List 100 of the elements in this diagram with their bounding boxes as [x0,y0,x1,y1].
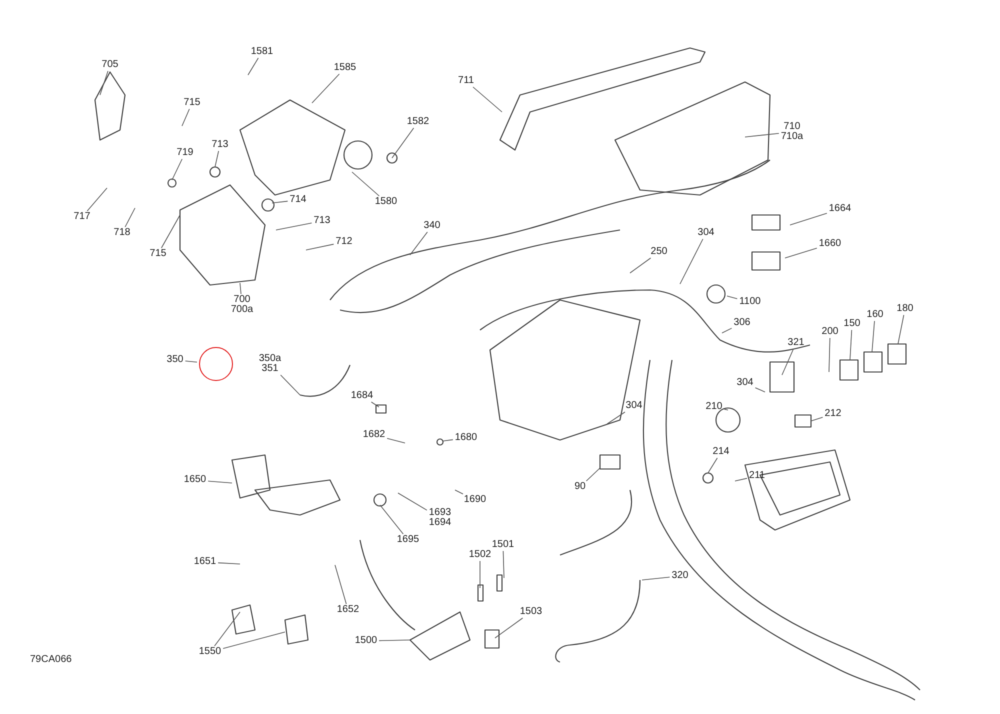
callout-number: 1660 [818,239,842,249]
leader-line [586,468,600,482]
leader-line [782,348,794,376]
callout-number: 321 [788,338,804,348]
callout-number: 713 [314,216,330,226]
leader-line [398,492,428,511]
callout-number: 1100 [739,297,761,307]
leader-line [386,438,406,444]
leader-line [442,439,454,442]
callout-number: 350a [258,354,282,364]
callout-number: 715 [184,98,200,108]
callout-number: 180 [896,304,914,314]
callout-number: 713 [212,140,228,150]
callout-number: 320 [672,571,688,581]
leader-line [708,458,718,474]
leader-line [606,412,626,424]
callout-number: 350 [166,355,184,365]
leader-line [790,212,828,226]
leader-line [828,338,830,372]
leader-line [161,214,180,248]
leader-line [306,244,334,250]
callout-number: 711 [458,76,474,86]
leader-line [722,328,732,334]
callout-number: 90 [574,482,586,492]
leader-line [182,108,190,126]
leader-line [744,133,780,138]
callout-number: 715 [150,249,166,259]
leader-line [272,200,288,204]
callout-number: 710 [782,122,802,132]
leader-line [642,576,670,580]
leader-line [754,387,766,392]
leader-line [680,238,704,284]
leader-line [248,58,259,76]
callout-number: 1581 [250,47,274,57]
callout-number: 304 [626,401,642,411]
callout-number: 214 [712,447,730,457]
leader-line [100,70,108,96]
leader-line [380,504,404,534]
callout-number: 1585 [334,63,356,73]
callout-number: 1694 [428,518,452,528]
leader-line [172,158,182,180]
callout-number: 705 [102,60,118,70]
leader-line [872,320,875,352]
callout-number: 1582 [406,117,430,127]
leader-line [494,618,524,638]
callout-number: 1580 [374,197,398,207]
callout-number: 1682 [362,430,386,440]
highlight-circle [199,347,233,381]
leader-line [276,222,312,230]
callout-number: 1500 [354,636,378,646]
callout-number: 351 [260,364,280,374]
callout-number: 712 [336,237,352,247]
leader-line [630,258,652,274]
callout-number: 211 [749,471,765,481]
leader-line [222,632,286,649]
callout-number: 1684 [350,391,374,401]
callout-number: 1501 [492,540,514,550]
callout-number: 210 [706,402,722,412]
callout-number: 1695 [396,535,420,545]
leader-line [240,282,242,294]
leader-line [214,612,240,646]
callout-number: 1550 [198,647,222,657]
leader-line [898,314,904,344]
callout-number: 1664 [828,204,852,214]
leader-line [184,360,198,363]
callout-number: 160 [866,310,884,320]
callout-number: 304 [698,228,714,238]
leader-line [208,480,232,484]
callout-number: 250 [650,247,668,257]
leader-line [352,172,380,196]
callout-number: 1503 [520,607,542,617]
callout-number: 719 [176,148,194,158]
leader-line [392,128,414,158]
leader-line [502,550,504,578]
leader-line [850,330,852,360]
callout-number: 700a [230,305,254,315]
leader-line [472,86,502,112]
leader-line [724,408,728,410]
drawing-code: 79CA066 [30,654,72,665]
callout-number: 700 [232,295,252,305]
callout-number: 1651 [194,557,216,567]
leader-line [810,416,824,422]
callout-number: 306 [734,318,750,328]
leader-line [454,490,464,494]
leader-line [312,74,340,104]
callout-number: 714 [290,195,306,205]
callout-number: 1690 [464,495,486,505]
leader-line [726,296,738,300]
callout-number: 200 [822,327,838,337]
leader-line [378,640,410,642]
leader-line [214,150,219,168]
callout-number: 1650 [184,475,206,485]
leader-line [410,232,428,256]
callout-number: 710a [780,132,804,142]
callout-number: 212 [824,409,842,419]
callout-number: 150 [844,319,860,329]
leader-line [218,562,240,564]
leader-line [124,208,136,228]
callout-number: 1693 [428,508,452,518]
leader-line [334,564,347,604]
